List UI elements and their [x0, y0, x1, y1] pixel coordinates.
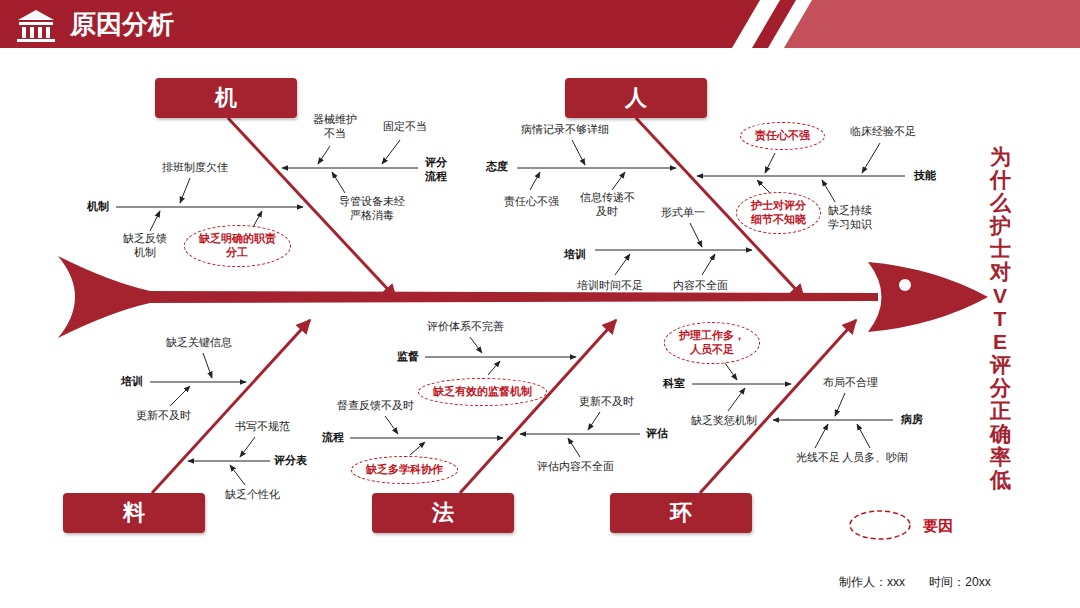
cause-label: 布局不合理 — [823, 376, 878, 390]
category-box: 法 — [372, 493, 514, 533]
cause-label: 病情记录不够详细 — [521, 123, 609, 137]
cause-label: 书写不规范 — [235, 420, 290, 434]
header-band — [0, 0, 1080, 48]
cause-label: 培训时间不足 — [577, 279, 643, 293]
branch-label: 评分表 — [274, 454, 307, 468]
branch-label: 病房 — [901, 413, 923, 427]
cause-label: 更新不及时 — [136, 409, 191, 423]
main-bones — [152, 118, 856, 493]
node-text: 缺乏明确的职责 分工 — [199, 232, 276, 260]
branch-label: 科室 — [663, 377, 685, 391]
cause-label: 光线不足 — [796, 451, 840, 465]
cause-label: 导管设备未经 严格消毒 — [339, 195, 405, 223]
node-text: 缺乏有效的监督机制 — [433, 385, 532, 399]
header-stripe — [768, 0, 812, 48]
cause-label: 固定不当 — [383, 120, 427, 134]
fish-head — [868, 262, 988, 332]
branch-label: 态度 — [486, 160, 508, 174]
footer-note: 时间：20xx — [929, 575, 990, 590]
branch-label: 监督 — [397, 350, 419, 364]
cause-label: 缺乏奖惩机制 — [691, 414, 757, 428]
branch-label: 技能 — [914, 169, 936, 183]
branch-label: 机制 — [87, 200, 109, 214]
branch-label: 培训 — [121, 375, 143, 389]
branch-label: 评分 流程 — [425, 156, 447, 184]
fish-eye — [899, 279, 911, 291]
key-cause-ellipse: 缺乏有效的监督机制 — [418, 378, 547, 406]
category-box: 环 — [610, 493, 752, 533]
header-stripe — [784, 0, 1080, 48]
branch-label: 培训 — [564, 248, 586, 262]
category-box: 机 — [155, 78, 297, 118]
fish-skeleton — [58, 118, 988, 493]
node-text: 缺乏多学科协作 — [366, 463, 443, 477]
page-title: 原因分析 — [70, 7, 174, 42]
category-box: 料 — [63, 493, 205, 533]
problem-statement: 为什么护士对VTE评分正确率低 — [990, 145, 1011, 491]
node-text: 责任心不强 — [755, 129, 810, 143]
cause-label: 形式单一 — [661, 206, 705, 220]
header-bar — [0, 0, 1080, 48]
node-text: 护理工作多， 人员不足 — [679, 329, 745, 357]
cause-label: 督查反馈不及时 — [337, 399, 414, 413]
category-box: 人 — [565, 78, 707, 118]
branch-label: 评估 — [646, 427, 668, 441]
key-cause-ellipse: 缺乏多学科协作 — [351, 456, 458, 484]
node-text: 料 — [123, 498, 145, 528]
cause-label: 人员多、吵闹 — [842, 451, 908, 465]
cause-label: 缺乏个性化 — [225, 488, 280, 502]
node-text: 护士对评分 细节不知晓 — [751, 199, 806, 227]
cause-label: 责任心不强 — [504, 195, 559, 209]
cause-label: 评价体系不完善 — [427, 320, 504, 334]
fish-tail — [58, 256, 150, 338]
cause-label: 器械维护 不当 — [313, 113, 357, 141]
cause-label: 临床经验不足 — [850, 125, 916, 139]
building-icon — [17, 10, 55, 42]
cause-label: 评估内容不全面 — [537, 460, 614, 474]
footer-note: 制作人：xxx — [839, 575, 905, 590]
node-text: 机 — [215, 83, 237, 113]
legend-text: 要因 — [923, 517, 953, 536]
cause-label: 缺乏反馈 机制 — [123, 232, 167, 260]
cause-label: 更新不及时 — [579, 395, 634, 409]
fish-spine — [140, 291, 878, 303]
cause-label: 内容不全面 — [673, 279, 728, 293]
node-text: 人 — [625, 83, 647, 113]
cause-label: 信息传递不 及时 — [580, 191, 635, 219]
cause-arrows — [116, 140, 905, 485]
cause-label: 排班制度欠佳 — [162, 161, 228, 175]
branch-label: 流程 — [322, 431, 344, 445]
key-cause-ellipse: 护理工作多， 人员不足 — [664, 322, 760, 364]
key-cause-ellipse: 责任心不强 — [740, 122, 825, 150]
cause-label: 缺乏关键信息 — [166, 336, 232, 350]
node-text: 法 — [432, 498, 454, 528]
key-cause-ellipse: 缺乏明确的职责 分工 — [184, 225, 291, 267]
cause-label: 缺乏持续 学习知识 — [828, 204, 872, 232]
key-cause-ellipse: 护士对评分 细节不知晓 — [736, 192, 821, 234]
legend-swatch — [850, 511, 910, 539]
node-text: 环 — [670, 498, 692, 528]
